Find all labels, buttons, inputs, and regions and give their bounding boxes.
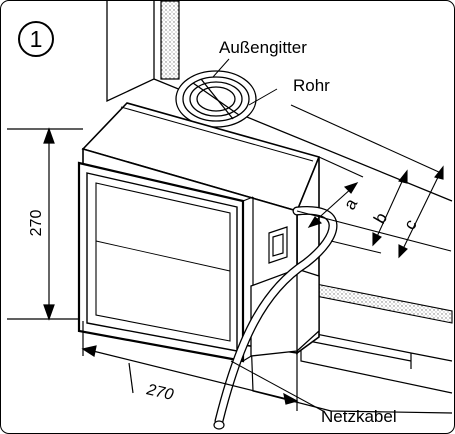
wall-duct	[160, 1, 180, 80]
pipe-label: Rohr	[293, 76, 330, 95]
side-switch	[268, 226, 288, 264]
cable-duct	[310, 282, 453, 324]
height-label: 270	[28, 210, 45, 237]
power-cable	[213, 205, 338, 430]
dim-a-label: a	[340, 195, 361, 213]
depth-dimensions	[290, 104, 452, 259]
width-label: 270	[144, 381, 175, 404]
outer-grille-label: Außengitter	[219, 38, 307, 57]
step-number: 1	[30, 26, 43, 52]
pipe-assembly	[175, 70, 257, 128]
width-dimension	[81, 321, 299, 411]
leader-lines	[212, 58, 324, 412]
front-cover	[77, 161, 254, 363]
power-cable-label: Netzkabel	[321, 407, 397, 426]
height-dimension	[43, 127, 55, 321]
step-badge: 1	[18, 21, 54, 57]
